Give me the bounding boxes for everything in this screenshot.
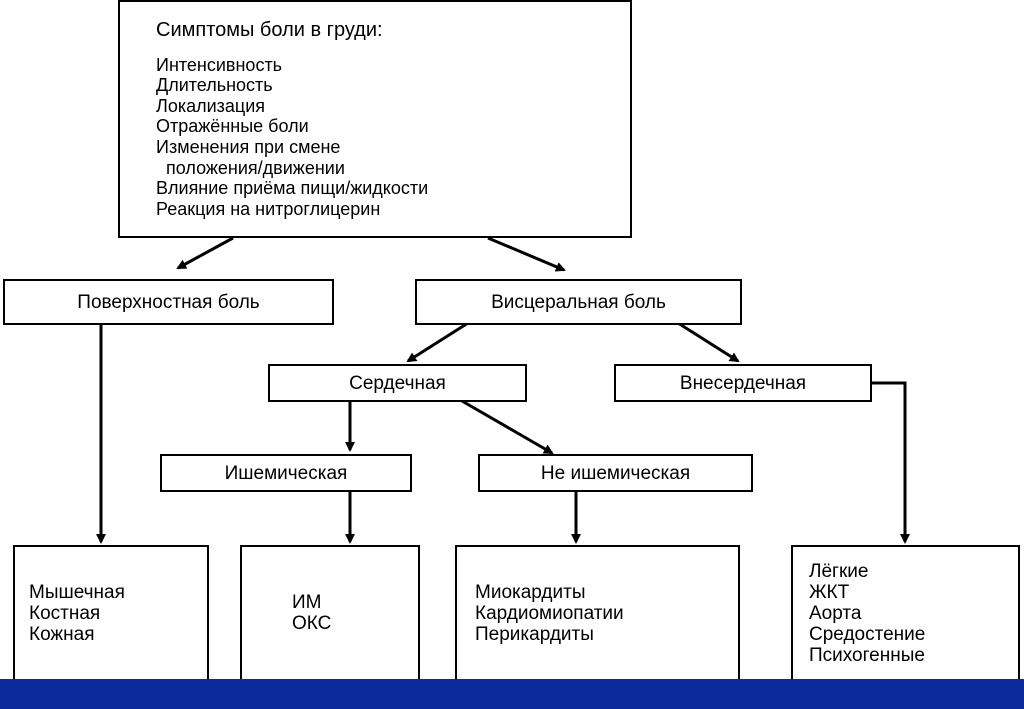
- noncardiac-label: Внесердечная: [679, 372, 807, 394]
- ischemic-box: Ишемическая: [160, 454, 412, 492]
- noncardiac-box: Внесердечная: [614, 364, 872, 402]
- arrow-top-to-visceral: [487, 236, 566, 272]
- arrow-noncardiac-to-leaf: [871, 381, 910, 544]
- footer-bar: [0, 679, 1024, 709]
- symptom-item: Реакция на нитроглицерин: [156, 198, 381, 219]
- symptom-item: Длительность: [156, 75, 273, 96]
- visceral-pain-box: Висцеральная боль: [415, 279, 742, 325]
- superficial-pain-box: Поверхностная боль: [3, 279, 334, 325]
- noncardiac-types-box: Лёгкие ЖКТ Аорта Средостение Психогенные: [791, 545, 1020, 681]
- cardiac-label: Сердечная: [349, 372, 446, 394]
- leaf-item: Перикардиты: [475, 623, 594, 645]
- nonischemic-label: Не ишемическая: [540, 462, 691, 484]
- nonischemic-types-box: Миокардиты Кардиомиопатии Перикардиты: [455, 545, 740, 681]
- arrow-visceral-to-noncardiac: [677, 321, 740, 363]
- cardiac-box: Сердечная: [268, 364, 527, 402]
- leaf-item: ЖКТ: [809, 581, 850, 603]
- leaf-item: ИМ: [292, 592, 322, 613]
- leaf-item: Аорта: [809, 602, 862, 624]
- symptom-item: Локализация: [156, 95, 266, 116]
- visceral-pain-label: Висцеральная боль: [491, 291, 666, 313]
- leaf-item: Кожная: [29, 623, 95, 645]
- ischemic-types-box: ИМ ОКС: [240, 545, 420, 681]
- arrow-top-to-superficial: [176, 236, 234, 270]
- arrow-cardiac-to-nonischemic: [461, 399, 554, 455]
- leaf-item: Миокардиты: [475, 581, 586, 603]
- leaf-item: Кардиомиопатии: [475, 602, 624, 624]
- leaf-item: Средостение: [809, 623, 926, 645]
- superficial-types-box: Мышечная Костная Кожная: [13, 545, 209, 681]
- ischemic-label: Ишемическая: [224, 462, 348, 484]
- symptom-item: Интенсивность: [156, 54, 283, 75]
- nonischemic-box: Не ишемическая: [478, 454, 753, 492]
- symptom-item: Изменения при смене: [156, 136, 341, 157]
- symptoms-box: Симптомы боли в груди: Интенсивность Дли…: [118, 0, 632, 238]
- leaf-item: Костная: [29, 602, 101, 624]
- leaf-item: ОКС: [292, 613, 332, 634]
- leaf-item: Психогенные: [809, 644, 925, 666]
- symptom-item: Влияние приёма пищи/жидкости: [156, 178, 429, 199]
- symptoms-title: Симптомы боли в груди:: [156, 19, 383, 41]
- leaf-item: Лёгкие: [809, 560, 869, 582]
- symptom-item: положения/движении: [166, 157, 345, 178]
- symptom-item: Отражённые боли: [156, 116, 309, 137]
- leaf-item: Мышечная: [29, 581, 125, 603]
- arrow-visceral-to-cardiac: [406, 321, 469, 363]
- superficial-pain-label: Поверхностная боль: [77, 291, 260, 313]
